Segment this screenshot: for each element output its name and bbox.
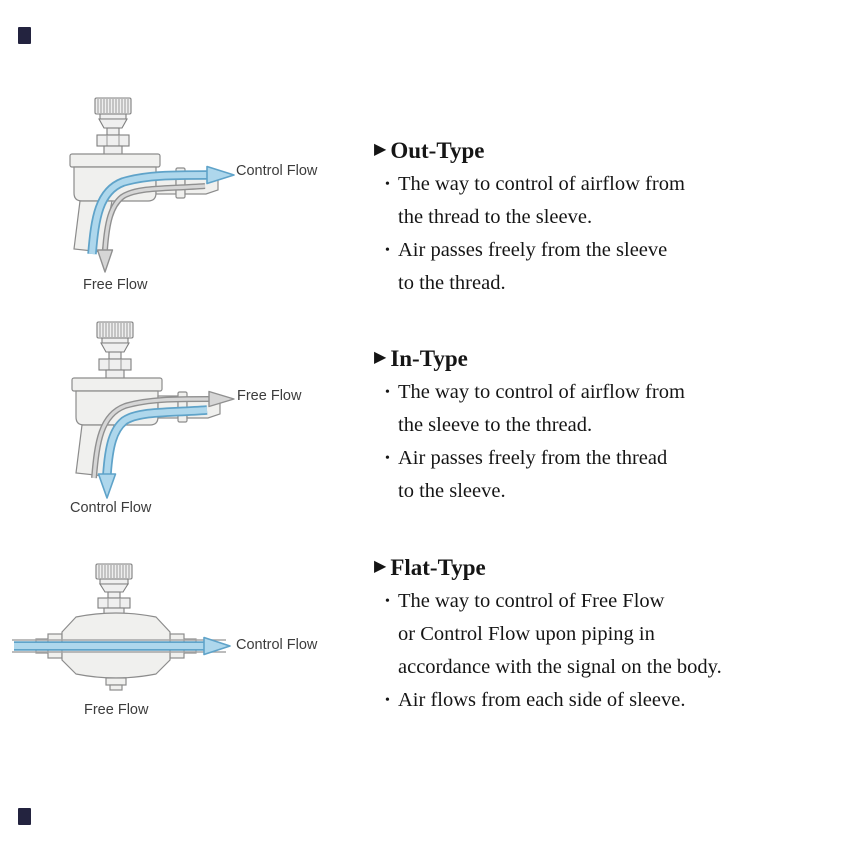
- bullet-item: • The way to control of airflow from the…: [374, 168, 804, 234]
- control-flow-arrow: [14, 636, 231, 656]
- section-heading: ▶ In-Type: [374, 346, 804, 372]
- bullet-item: • The way to control of airflow from the…: [374, 376, 804, 442]
- bullet-text: Air flows from each side of sleeve.: [398, 689, 686, 711]
- section-heading: ▶ Flat-Type: [374, 555, 804, 581]
- figure-in-type: [52, 318, 342, 518]
- bullet-icon: •: [385, 177, 390, 192]
- section-heading-text: In-Type: [390, 346, 468, 371]
- page-tab-mark-top: [18, 27, 31, 44]
- bullet-icon: •: [385, 451, 390, 466]
- bullet-text: The way to control of airflow from the s…: [398, 381, 685, 436]
- bullet-icon: •: [385, 243, 390, 258]
- control-flow-arrow: [97, 405, 208, 499]
- free-flow-label: Free Flow: [84, 702, 149, 718]
- free-flow-label: Free Flow: [83, 277, 148, 293]
- pipe-lines: [12, 639, 226, 653]
- section-flat-type: ▶ Flat-Type • The way to control of Free…: [374, 555, 804, 717]
- adjust-knob-icon: [95, 563, 133, 617]
- control-flow-arrow: [87, 165, 235, 255]
- bullet-item: • The way to control of Free Flow or Con…: [374, 585, 804, 684]
- figure-flat-type: [12, 562, 342, 722]
- section-heading-text: Out-Type: [390, 138, 485, 163]
- bullet-icon: •: [385, 385, 390, 400]
- bullet-item: • Air passes freely from the thread to t…: [374, 442, 804, 508]
- adjust-knob-icon: [94, 97, 132, 156]
- page-tab-mark-bottom: [18, 808, 31, 825]
- bullet-item: • Air flows from each side of sleeve.: [374, 684, 804, 717]
- free-flow-arrow: [96, 183, 206, 273]
- free-flow-label: Free Flow: [237, 388, 302, 404]
- bullet-text: Air passes freely from the thread to the…: [398, 447, 668, 502]
- out-type-valve-drawing: [69, 97, 235, 273]
- bullet-list: • The way to control of Free Flow or Con…: [374, 585, 804, 717]
- free-flow-arrow: [91, 390, 235, 479]
- in-type-valve-drawing: [71, 321, 235, 499]
- section-heading-text: Flat-Type: [390, 555, 486, 580]
- triangle-marker-icon: ▶: [374, 558, 387, 575]
- bullet-icon: •: [385, 693, 390, 708]
- control-flow-label: Control Flow: [236, 163, 318, 179]
- adjust-knob-icon: [96, 321, 134, 380]
- section-in-type: ▶ In-Type • The way to control of airflo…: [374, 346, 804, 508]
- section-out-type: ▶ Out-Type • The way to control of airfl…: [374, 138, 804, 300]
- triangle-marker-icon: ▶: [374, 349, 387, 366]
- section-heading: ▶ Out-Type: [374, 138, 804, 164]
- bullet-item: • Air passes freely from the sleeve to t…: [374, 234, 804, 300]
- bullet-list: • The way to control of airflow from the…: [374, 168, 804, 300]
- bullet-icon: •: [385, 594, 390, 609]
- control-flow-label: Control Flow: [70, 500, 152, 516]
- control-flow-label: Control Flow: [236, 637, 318, 653]
- bullet-text: Air passes freely from the sleeve to the…: [398, 239, 668, 294]
- bullet-text: The way to control of airflow from the t…: [398, 173, 685, 228]
- figure-out-type: [50, 94, 340, 294]
- bullet-list: • The way to control of airflow from the…: [374, 376, 804, 508]
- flat-type-valve-drawing: [12, 563, 231, 691]
- triangle-marker-icon: ▶: [374, 141, 387, 158]
- bullet-text: The way to control of Free Flow or Contr…: [398, 590, 722, 678]
